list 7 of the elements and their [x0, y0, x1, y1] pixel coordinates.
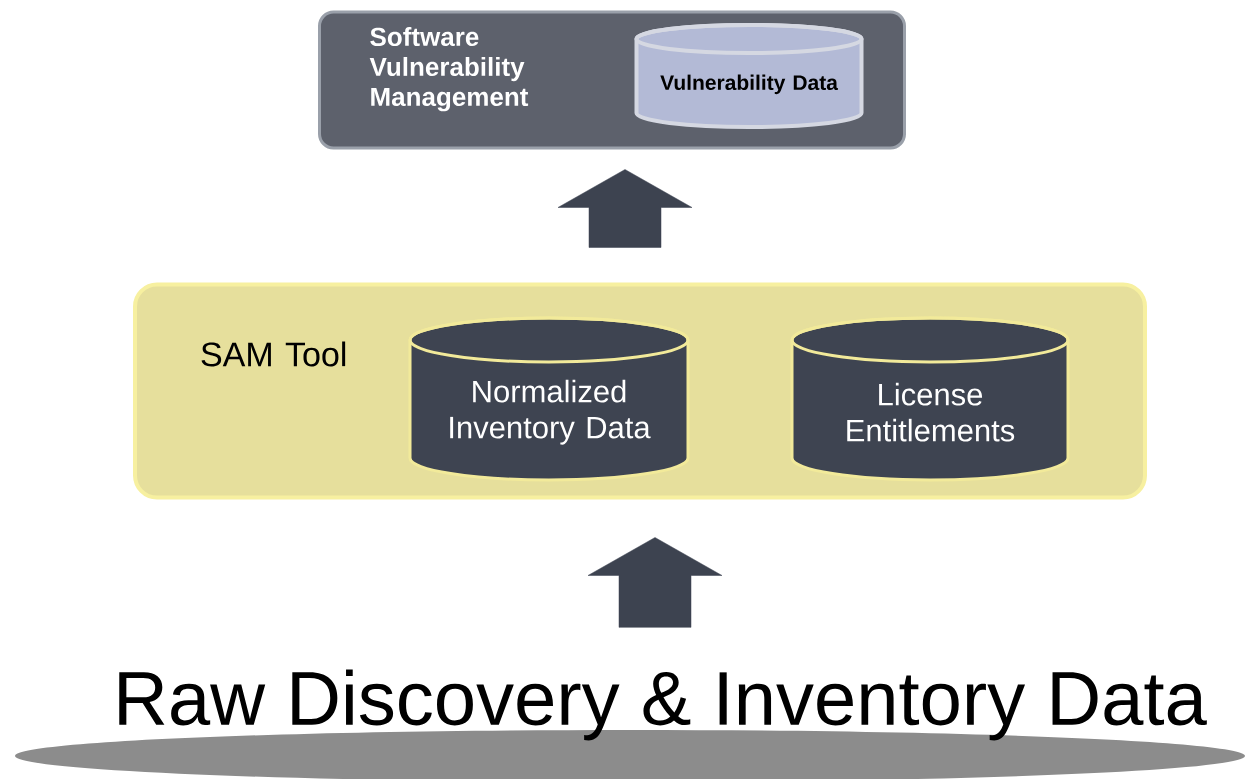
block-arrow [557, 169, 693, 248]
database-cylinder: Normalized Inventory Data [408, 316, 690, 482]
database-cylinder: Vulnerability Data [634, 23, 864, 129]
database-cylinder: License Entitlements [790, 316, 1070, 482]
node-label: Raw Discovery & Inventory Data [119, 669, 1207, 741]
block-arrow [587, 537, 723, 628]
heading-on-platform: Raw Discovery & Inventory Data [15, 669, 1245, 779]
